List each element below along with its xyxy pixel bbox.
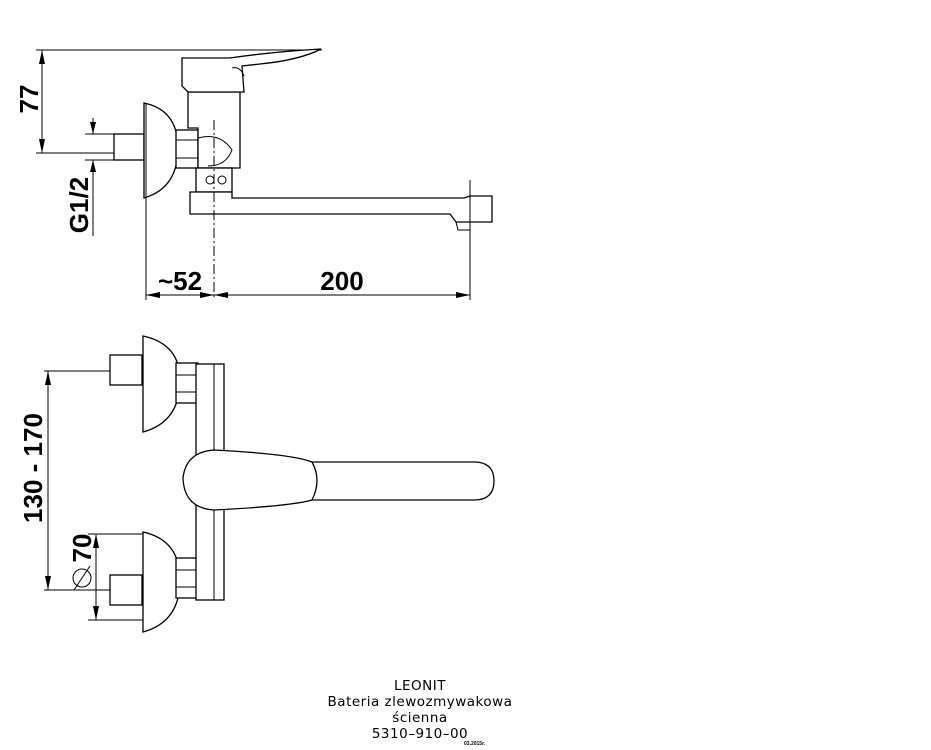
dim-wall-offset: ~52 [158,266,202,296]
product-code: 5310–910–00 [371,726,469,742]
drawing-date: 03.2015r. [464,741,486,747]
front-view [44,335,495,633]
side-view: 77 G1/2 ~52 200 [14,48,493,300]
dim-thread: G1/2 [64,177,94,233]
product-name: LEONIT [393,678,446,694]
dim-height-top: 77 [14,85,44,114]
dim-diameter: 70 [67,534,97,563]
product-description-line1: Bateria zlewozmywakowa [327,694,513,710]
dim-spacing: 130 - 170 [18,413,48,523]
title-block: LEONIT Bateria zlewozmywakowa ścienna 53… [300,678,540,742]
product-description-line2: ścienna [392,710,448,726]
dim-spout-reach: 200 [320,266,363,296]
